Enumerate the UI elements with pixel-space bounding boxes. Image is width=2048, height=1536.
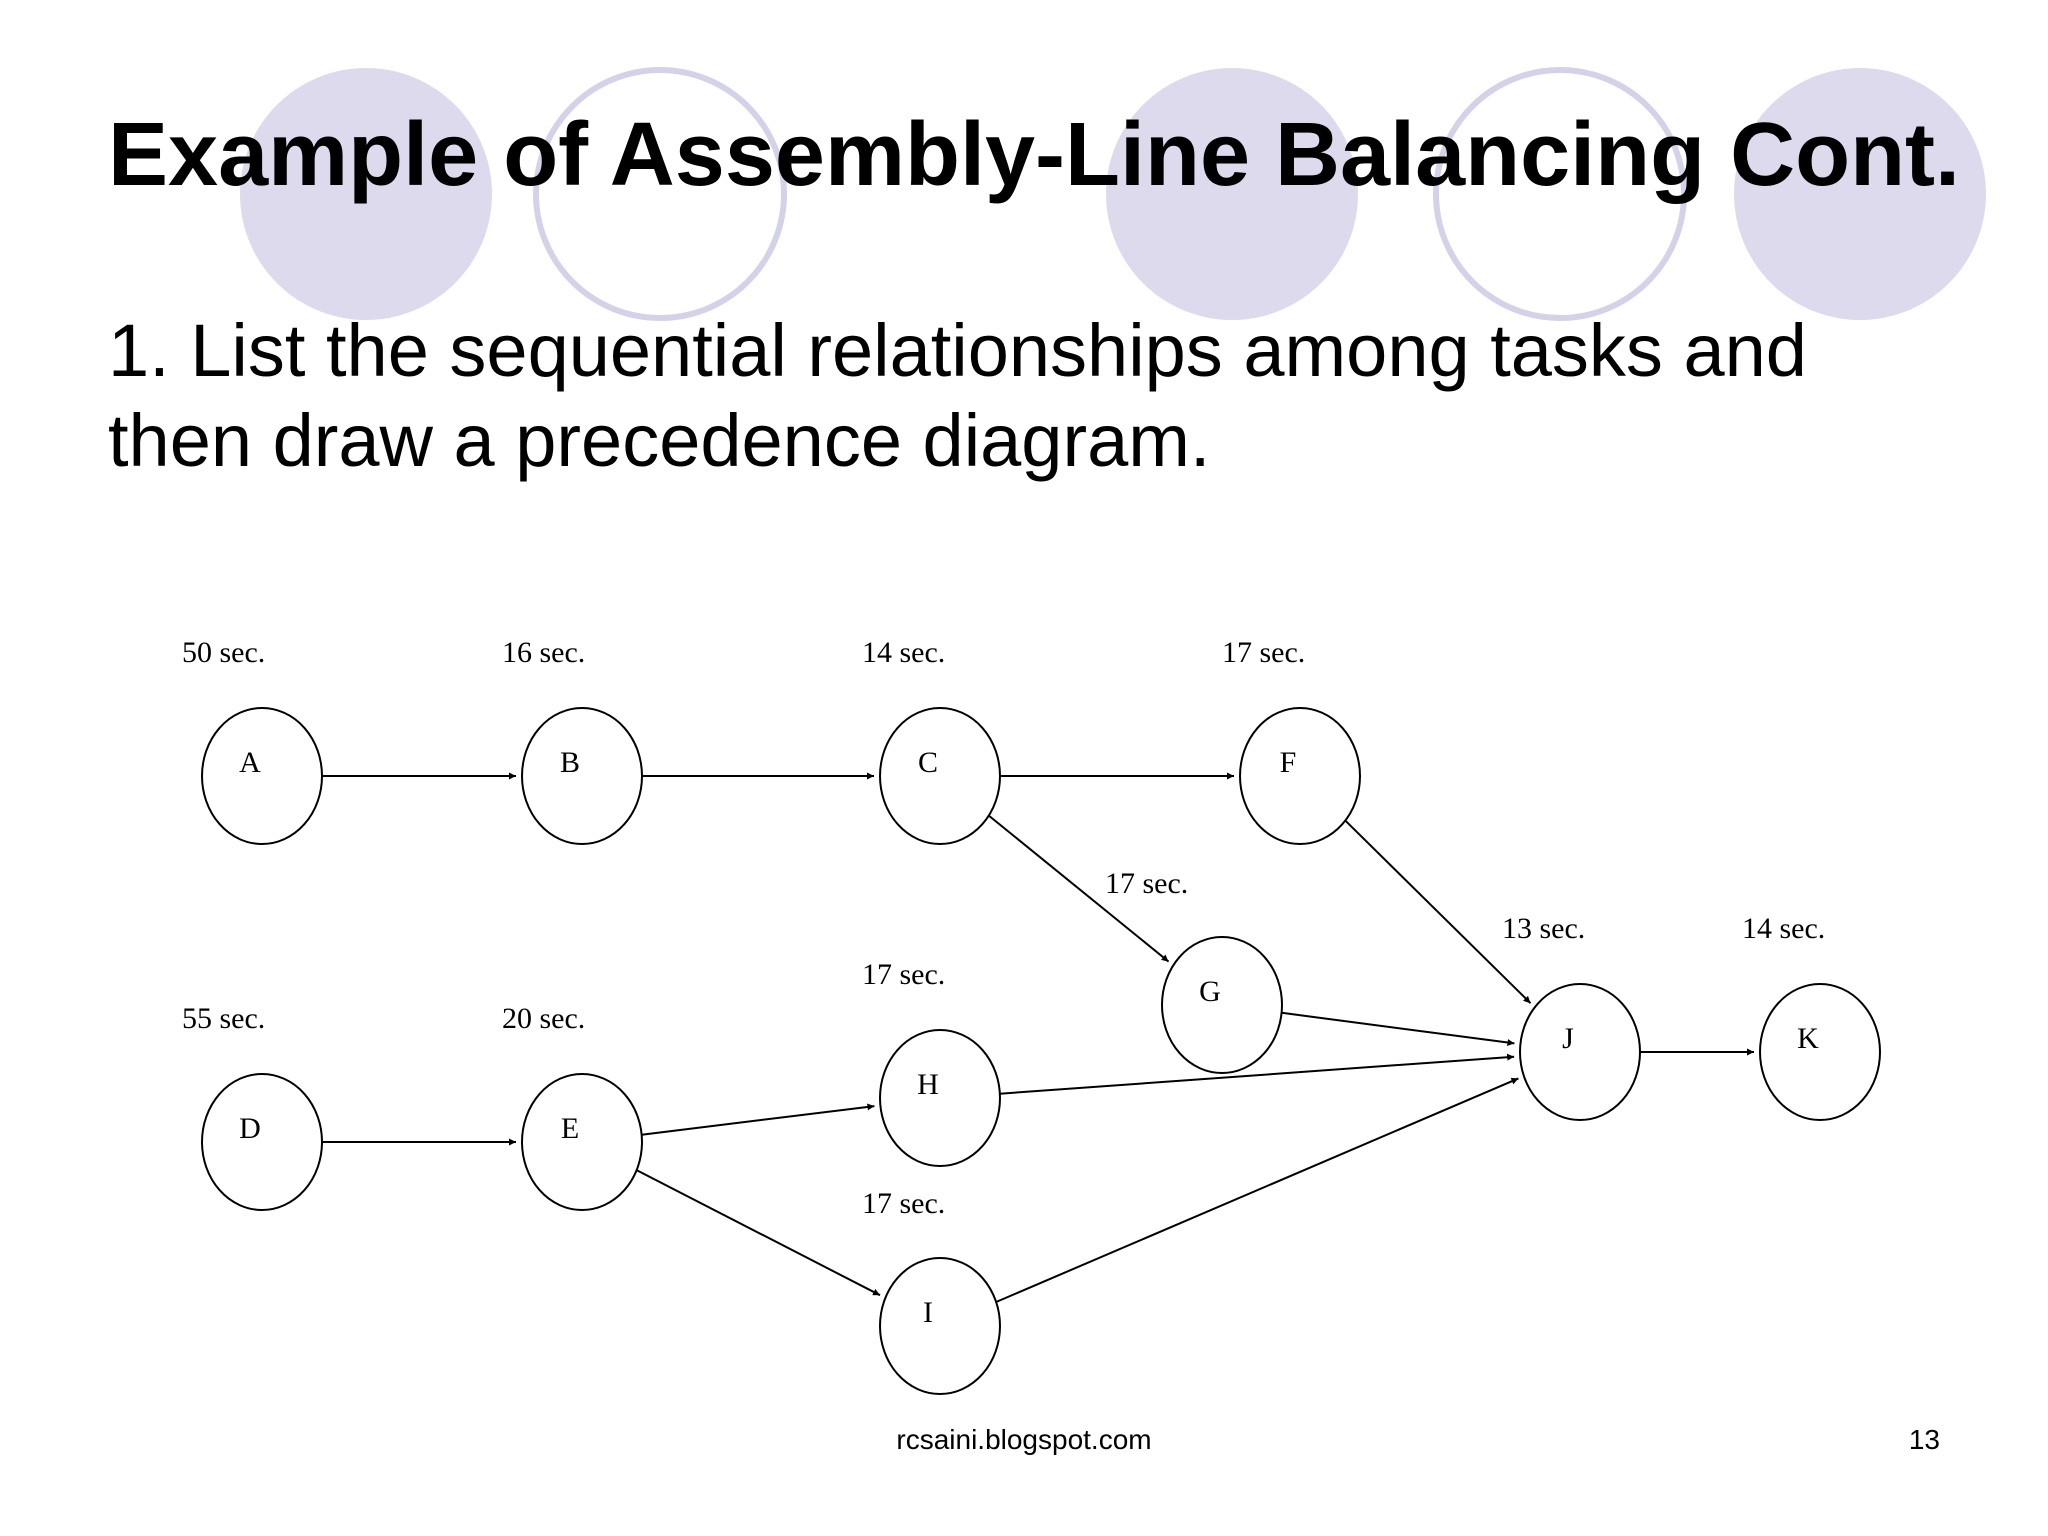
task-time-e: 20 sec. [502, 1002, 585, 1035]
task-node-k: K 14 sec. [1742, 912, 1881, 1121]
task-label-f: F [1280, 746, 1297, 779]
task-node-circle [1161, 936, 1283, 1074]
precedence-arrow-i-j [995, 1077, 1519, 1303]
slide-body-line: then draw a precedence diagram. [108, 399, 1211, 482]
task-label-d: D [239, 1112, 261, 1145]
task-node-circle [1759, 983, 1881, 1121]
task-time-k: 14 sec. [1742, 912, 1825, 945]
task-time-j: 13 sec. [1502, 912, 1585, 945]
task-node-f: F 17 sec. [1222, 636, 1361, 845]
precedence-arrow-g-j [1281, 1011, 1515, 1046]
task-node-circle [1239, 707, 1361, 845]
page-number: 13 [1908, 1424, 1940, 1455]
precedence-arrow-e-h [641, 1103, 875, 1136]
slide-body: 1. List the sequential relationships amo… [108, 306, 1908, 486]
task-node-circle [879, 707, 1001, 845]
task-time-h: 17 sec. [862, 958, 945, 991]
task-time-d: 55 sec. [182, 1002, 265, 1035]
slide-title: Example of Assembly-Line Balancing Cont. [108, 105, 1961, 205]
deco-circle-ring [1433, 67, 1687, 321]
deco-circle-filled [240, 68, 492, 320]
deco-circle-filled [1106, 68, 1358, 320]
task-node-circle [879, 1029, 1001, 1167]
task-time-c: 14 sec. [862, 636, 945, 669]
task-time-a: 50 sec. [182, 636, 265, 669]
task-node-b: B 16 sec. [502, 636, 643, 845]
task-label-b: B [560, 746, 580, 779]
task-node-circle [201, 707, 323, 845]
task-time-i: 17 sec. [862, 1187, 945, 1220]
precedence-arrow-c-g [988, 814, 1170, 963]
task-label-g: G [1199, 975, 1221, 1008]
task-label-c: C [918, 746, 938, 779]
task-time-f: 17 sec. [1222, 636, 1305, 669]
task-node-circle [1519, 983, 1641, 1121]
deco-circle-ring [533, 67, 787, 321]
task-node-g: G 17 sec. [1105, 867, 1283, 1074]
precedence-arrow-e-i [636, 1169, 881, 1297]
slide-footer: rcsaini.blogspot.com [896, 1424, 1152, 1455]
task-label-a: A [239, 746, 261, 779]
task-label-i: I [923, 1296, 933, 1329]
task-node-h: H 17 sec. [862, 958, 1001, 1167]
task-node-a: A 50 sec. [182, 636, 323, 845]
task-time-g: 17 sec. [1105, 867, 1188, 900]
task-time-b: 16 sec. [502, 636, 585, 669]
task-node-j: J 13 sec. [1502, 912, 1641, 1121]
task-node-c: C 14 sec. [862, 636, 1001, 845]
task-node-e: E 20 sec. [502, 1002, 643, 1211]
deco-circle-filled [1734, 68, 1986, 320]
task-node-d: D 55 sec. [182, 1002, 323, 1211]
slide-body-line: 1. List the sequential relationships amo… [108, 309, 1807, 392]
precedence-arrow-h-j [999, 1053, 1515, 1095]
task-label-h: H [917, 1068, 939, 1101]
task-node-circle [521, 1073, 643, 1211]
task-node-i: I 17 sec. [862, 1187, 1001, 1395]
task-label-k: K [1797, 1022, 1819, 1055]
task-node-circle [879, 1257, 1001, 1395]
precedence-arrow-f-j [1344, 819, 1532, 1004]
task-label-e: E [561, 1112, 579, 1145]
task-node-circle [521, 707, 643, 845]
task-label-j: J [1562, 1022, 1574, 1055]
task-node-circle [201, 1073, 323, 1211]
